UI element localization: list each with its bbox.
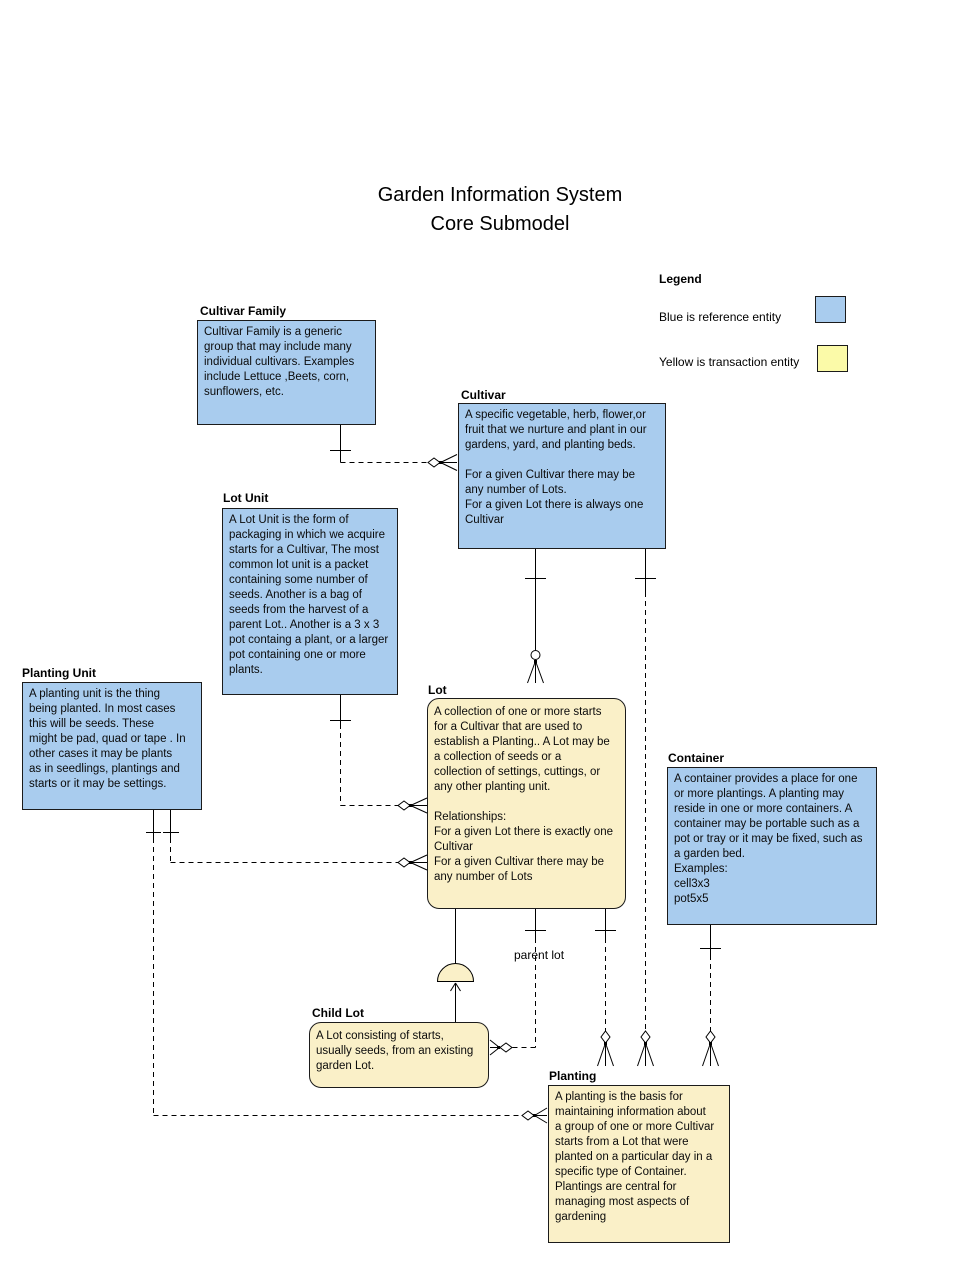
- entity-lot-unit: A Lot Unit is the form of packaging in w…: [222, 508, 398, 695]
- connector-lotunit-lot: [330, 695, 428, 814]
- entity-planting-unit: A planting unit is the thing being plant…: [22, 682, 202, 810]
- entity-body-container: A container provides a place for one or …: [674, 773, 863, 905]
- crows-foot-icon: [597, 1042, 614, 1067]
- subtype-arc-icon: [436, 963, 475, 982]
- entity-label-cultivar-family: Cultivar Family: [200, 304, 287, 318]
- optional-diamond-icon: [600, 1030, 611, 1044]
- entity-body-planting: A planting is the basis for maintaining …: [555, 1091, 715, 1223]
- optional-diamond-icon: [521, 1110, 535, 1121]
- entity-label-planting: Planting: [549, 1069, 597, 1083]
- transaction-entity-swatch: [817, 345, 848, 372]
- crows-foot-icon: [410, 854, 428, 871]
- optional-diamond-icon: [397, 857, 411, 868]
- entity-cultivar: A specific vegetable, herb, flower,or fr…: [458, 403, 666, 549]
- entity-planting: A planting is the basis for maintaining …: [548, 1085, 730, 1243]
- optional-diamond-icon: [499, 1042, 513, 1053]
- crows-foot-icon: [702, 1042, 719, 1067]
- connector-lot-childlot-subtype: [436, 909, 475, 1022]
- optional-diamond-icon: [397, 800, 411, 811]
- page-title: Garden Information System Core Submodel: [300, 181, 700, 239]
- connector-cultivar-lot: [525, 549, 546, 684]
- optional-diamond-icon: [427, 457, 441, 468]
- optional-diamond-icon: [640, 1030, 651, 1044]
- optional-circle-icon: [530, 650, 541, 660]
- reference-entity-swatch: [815, 296, 846, 323]
- connector-lot-childlot-parentlot: [489, 909, 546, 1056]
- legend-heading: Legend: [659, 272, 702, 286]
- entity-label-lot-unit: Lot Unit: [223, 491, 269, 505]
- entity-body-child-lot: A Lot consisting of starts, usually seed…: [316, 1030, 474, 1072]
- crows-foot-icon: [534, 1107, 548, 1124]
- optional-diamond-icon: [705, 1030, 716, 1044]
- arrow-up-icon: [450, 982, 461, 992]
- crows-foot-icon: [527, 660, 544, 684]
- crows-foot-icon: [489, 1039, 500, 1056]
- connector-label-parent-lot: parent lot: [514, 948, 565, 962]
- entity-body-planting-unit: A planting unit is the thing being plant…: [29, 688, 186, 790]
- crows-foot-icon: [410, 797, 428, 814]
- connector-cultivarfamily-cultivar: [330, 425, 458, 471]
- legend: Legend Blue is reference entity Yellow i…: [659, 272, 889, 394]
- connector-plantingunit-lot: [163, 810, 428, 871]
- title-line-2: Core Submodel: [430, 213, 570, 235]
- entity-label-child-lot: Child Lot: [312, 1006, 364, 1020]
- entity-lot: A collection of one or more starts for a…: [427, 698, 626, 909]
- entity-label-lot: Lot: [428, 683, 447, 697]
- entity-body-cultivar: A specific vegetable, herb, flower,or fr…: [465, 409, 647, 526]
- entity-body-cultivar-family: Cultivar Family is a generic group that …: [204, 326, 355, 398]
- connector-cultivar-planting: [635, 549, 656, 1067]
- legend-transaction-label: Yellow is transaction entity: [659, 355, 800, 369]
- entity-body-lot-unit: A Lot Unit is the form of packaging in w…: [229, 514, 389, 676]
- entity-body-lot: A collection of one or more starts for a…: [434, 706, 613, 883]
- entity-child-lot: A Lot consisting of starts, usually seed…: [309, 1022, 489, 1088]
- connector-lot-planting: [595, 909, 616, 1067]
- entity-label-container: Container: [668, 751, 725, 765]
- entity-label-cultivar: Cultivar: [461, 388, 506, 402]
- crows-foot-icon: [440, 454, 458, 471]
- title-line-1: Garden Information System: [377, 184, 623, 206]
- legend-reference-label: Blue is reference entity: [659, 310, 782, 324]
- entity-cultivar-family: Cultivar Family is a generic group that …: [197, 320, 376, 425]
- legend-item-reference: Blue is reference entity: [659, 296, 889, 331]
- connector-container-planting: [700, 925, 721, 1067]
- legend-item-transaction: Yellow is transaction entity: [659, 345, 889, 376]
- entity-container: A container provides a place for one or …: [667, 767, 877, 925]
- crows-foot-icon: [637, 1042, 654, 1067]
- entity-label-planting-unit: Planting Unit: [22, 666, 96, 680]
